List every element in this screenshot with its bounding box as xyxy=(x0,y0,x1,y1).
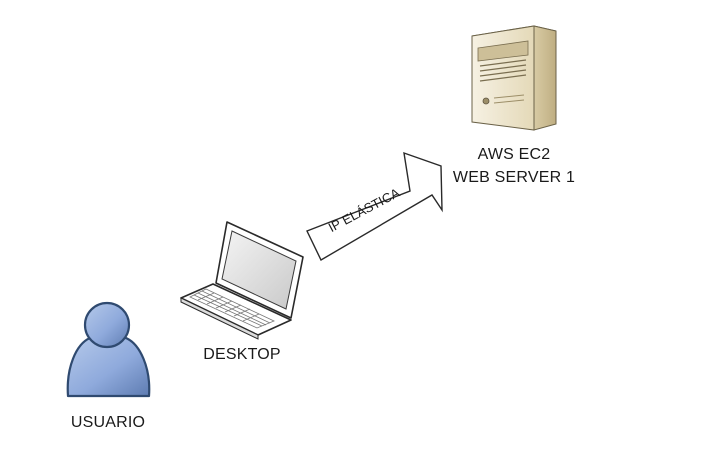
server-label-line2: WEB SERVER 1 xyxy=(452,169,576,186)
user-label: USUARIO xyxy=(70,414,146,431)
server-label-line1: AWS EC2 xyxy=(477,146,551,163)
laptop-icon xyxy=(180,221,304,340)
arrow-icon xyxy=(306,151,443,261)
user-icon xyxy=(66,301,151,398)
desktop-label: DESKTOP xyxy=(203,346,281,363)
server-icon xyxy=(471,25,557,131)
